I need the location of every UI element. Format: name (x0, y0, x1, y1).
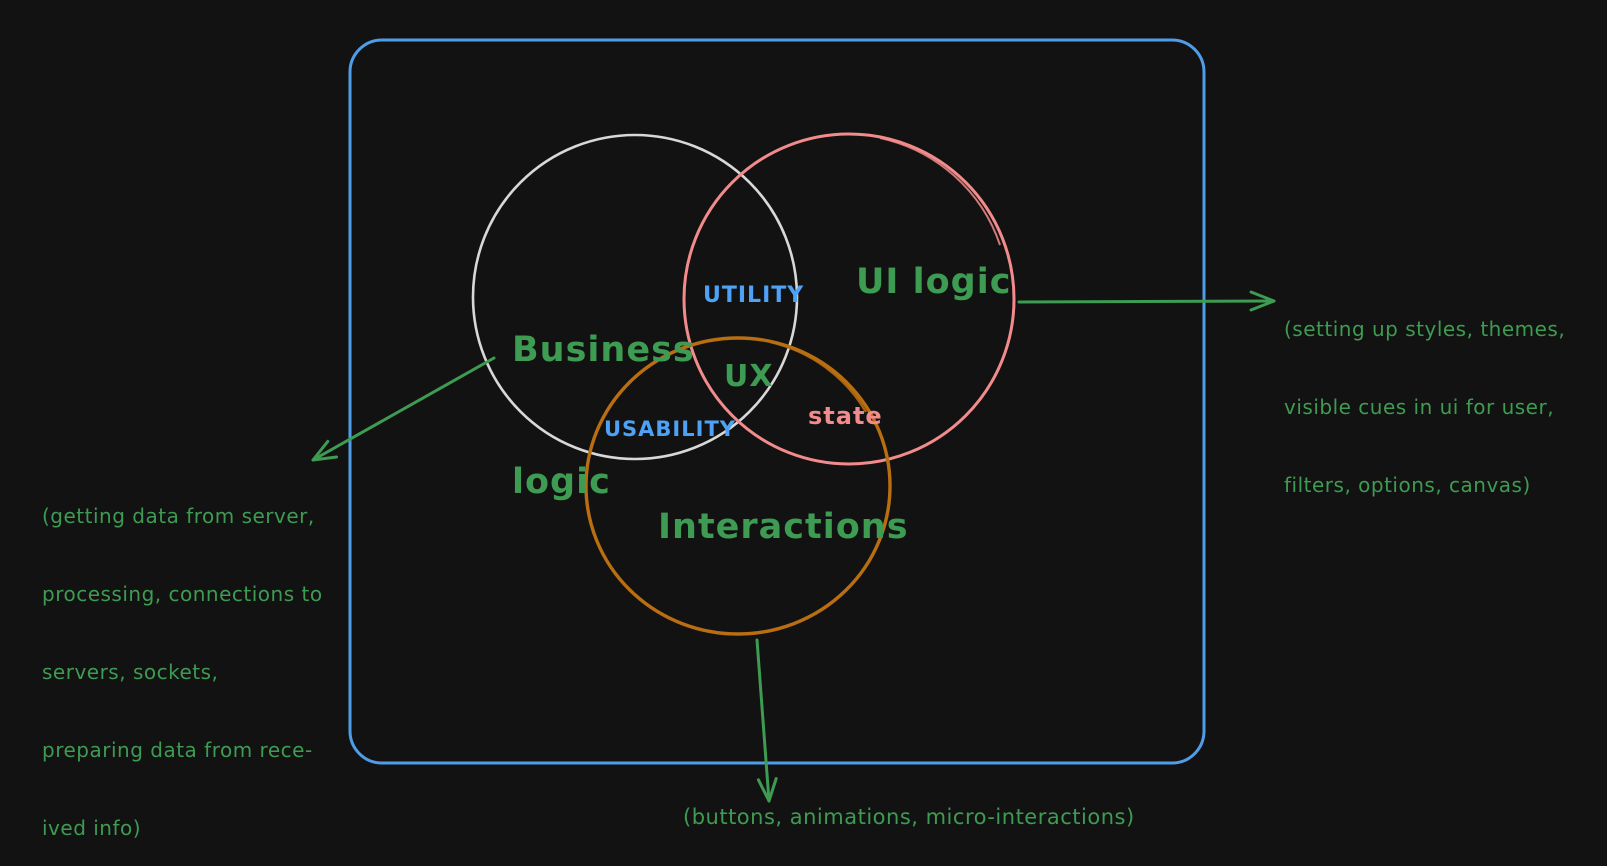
ui-note-arrow (1017, 290, 1276, 312)
ux-label: UX (724, 359, 774, 394)
ui-note: (setting up styles, themes, visible cues… (1284, 264, 1565, 550)
ui-logic-label: UI logic (856, 262, 1012, 302)
ui-logic-circle (682, 132, 1016, 466)
business-logic-label-line2: logic (512, 462, 611, 502)
interactions-circle (584, 336, 892, 636)
ui-note-line: (setting up styles, themes, (1284, 317, 1566, 341)
business-logic-label: Business logic (512, 240, 695, 592)
interactions-label: Interactions (658, 507, 909, 547)
frame-rectangle (348, 38, 1206, 765)
interactions-note-arrow (755, 638, 778, 803)
business-note-line: servers, sockets, (42, 660, 219, 684)
business-note-arrow (311, 356, 496, 462)
ui-note-line: filters, options, canvas) (1284, 473, 1531, 497)
state-label: state (808, 402, 883, 430)
ui-logic-circle-overdraw (879, 137, 1001, 246)
business-logic-circle (471, 133, 799, 461)
business-logic-label-line1: Business (512, 330, 695, 370)
business-note: (getting data from server, processing, c… (42, 451, 323, 866)
business-note-line: ived info) (42, 816, 142, 840)
business-note-line: processing, connections to (42, 582, 323, 606)
interactions-note: (buttons, animations, micro-interactions… (683, 805, 1135, 829)
ui-note-line: visible cues in ui for user, (1284, 395, 1555, 419)
business-note-line: preparing data from rece- (42, 738, 313, 762)
business-note-line: (getting data from server, (42, 504, 315, 528)
interactions-circle-overdraw (769, 340, 868, 413)
utility-label: UTILITY (703, 283, 805, 308)
usability-label: USABILITY (604, 417, 736, 441)
